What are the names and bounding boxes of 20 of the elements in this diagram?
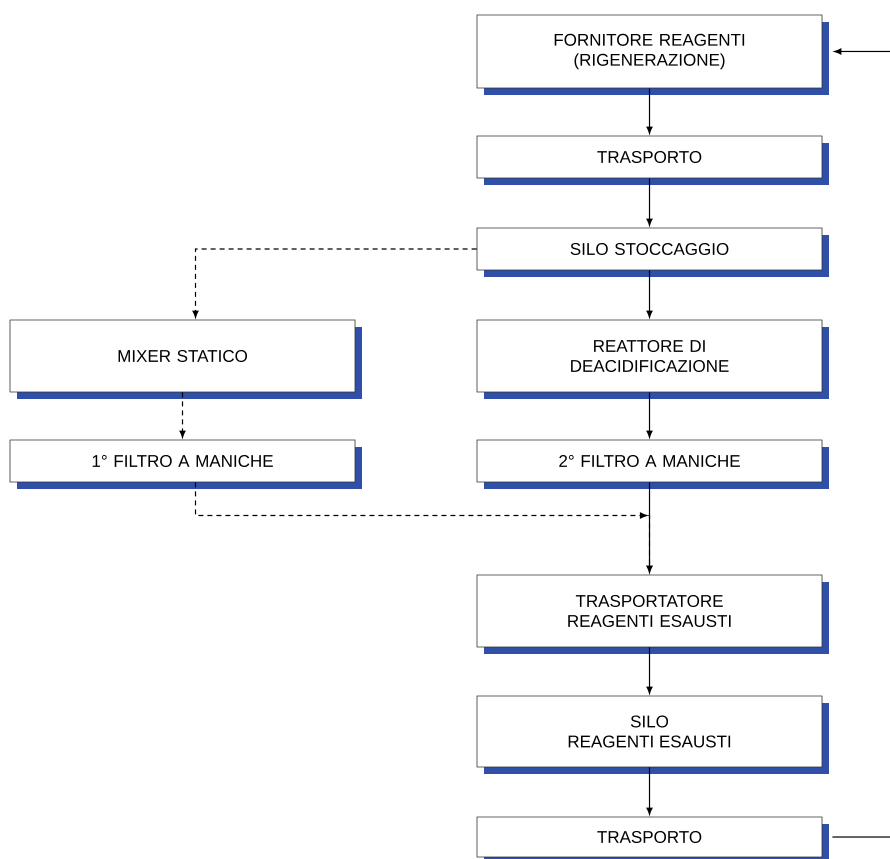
arrow — [834, 48, 890, 55]
arrow — [646, 767, 653, 815]
process-box: REATTORE DI DEACIDIFICAZIONE — [476, 320, 830, 399]
process-box: 1° FILTRO A MANICHE — [10, 440, 362, 489]
arrow — [646, 88, 653, 134]
process-box: 2° FILTRO A MANICHE — [476, 440, 830, 489]
process-box: SILO STOCCAGGIO — [476, 228, 830, 277]
process-box: FORNITORE REAGENTI (RIGENERAZIONE) — [476, 14, 830, 95]
arrow — [646, 178, 653, 226]
arrow — [646, 270, 653, 318]
process-box: MIXER STATICO — [10, 320, 362, 399]
process-box: TRASPORTO — [476, 816, 830, 859]
process-box: SILO REAGENTI ESAUSTI — [476, 696, 830, 774]
process-box: TRASPORTATORE REAGENTI ESAUSTI — [476, 574, 830, 654]
process-box: TRASPORTO — [476, 136, 830, 185]
arrow — [646, 647, 653, 694]
arrow — [194, 482, 653, 573]
arrow — [192, 248, 477, 318]
arrow — [646, 392, 653, 438]
arrow — [179, 392, 186, 438]
